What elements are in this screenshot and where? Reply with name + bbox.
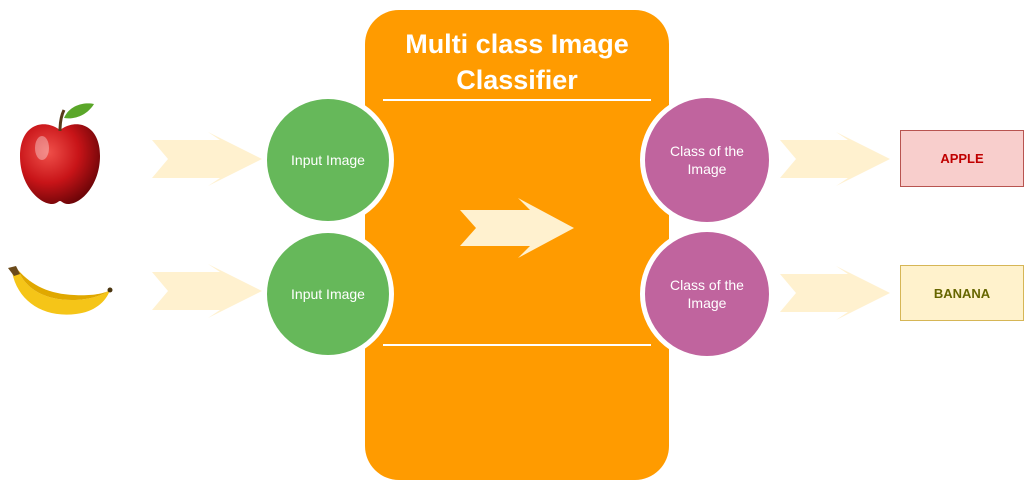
divider-top [383, 99, 651, 101]
arrow-right-icon [460, 198, 574, 258]
input-image-node: Input Image [262, 228, 394, 360]
classifier-title: Multi class Image Classifier [405, 29, 629, 95]
class-output-node: Class of the Image [640, 227, 774, 361]
input-image-label: Input Image [291, 152, 365, 168]
arrow-right-icon [152, 132, 262, 186]
divider-bottom [383, 344, 651, 346]
result-label-banana: BANANA [900, 265, 1024, 321]
apple-icon [20, 103, 100, 204]
banana-icon [8, 266, 113, 315]
input-image-node: Input Image [262, 94, 394, 226]
arrow-right-icon [780, 132, 890, 186]
class-output-label: Class of the Image [670, 143, 744, 177]
class-output-node: Class of the Image [640, 93, 774, 227]
input-image-label: Input Image [291, 286, 365, 302]
arrow-right-icon [152, 264, 262, 318]
arrow-right-icon [780, 266, 890, 320]
result-label-apple: APPLE [900, 130, 1024, 187]
class-output-label: Class of the Image [670, 277, 744, 311]
